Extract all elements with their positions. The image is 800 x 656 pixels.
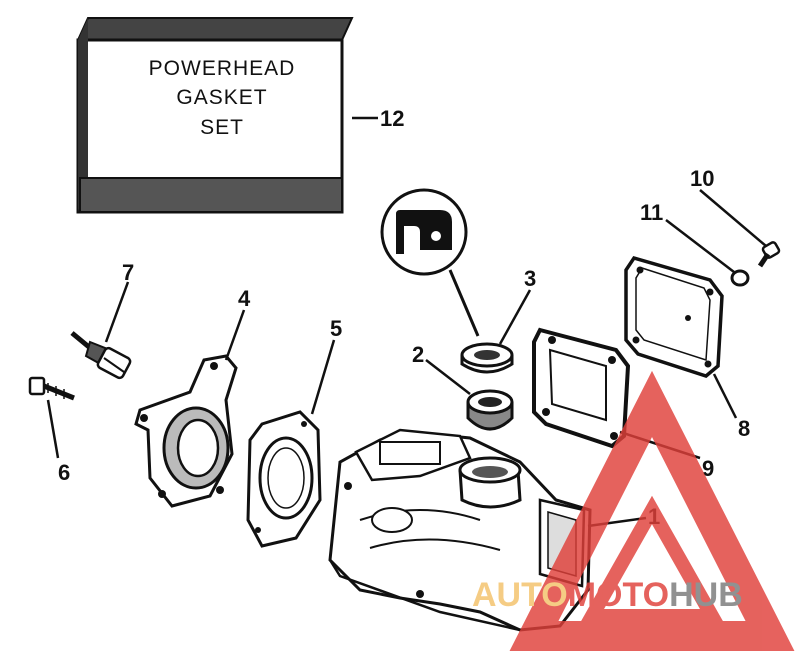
callout-2: 2 [412,342,424,367]
watermark-auto: AUTO [472,576,568,614]
callout-12: 12 [380,106,404,131]
cover-plate [624,255,724,378]
cover-gasket [532,327,631,449]
callout-11: 11 [640,200,663,225]
callout-labels: 1 2 3 4 5 6 7 8 9 10 11 12 [58,106,750,529]
callout-6: 6 [58,460,70,485]
watermark-hub: HUB [669,576,743,614]
callout-4: 4 [238,286,251,311]
bearing-detail-inset [380,188,480,337]
washer [730,269,750,287]
thermostat-housing [134,354,238,508]
callout-9: 9 [702,456,714,481]
automotohub-watermark: AUTOMOTOHUB [472,370,795,651]
box-text-line2: GASKET [176,86,267,109]
temperature-sensor [70,331,132,380]
bearing-seal [460,342,514,374]
roller-bearing [466,389,514,431]
watermark-triangle-logo [509,370,795,651]
gasket-set-box: POWERHEAD GASKET SET [76,17,354,214]
callout-5: 5 [330,316,342,341]
callout-8: 8 [738,416,750,441]
screw [757,241,781,268]
watermark-text: AUTOMOTOHUB [472,576,743,614]
box-text-line1: POWERHEAD [149,57,296,80]
housing-gasket [246,410,322,548]
callout-10: 10 [690,166,714,191]
bolt [28,376,75,401]
callout-3: 3 [524,266,536,291]
watermark-moto: MOTO [568,576,669,614]
box-text-line3: SET [200,116,244,139]
callout-7: 7 [122,260,134,285]
